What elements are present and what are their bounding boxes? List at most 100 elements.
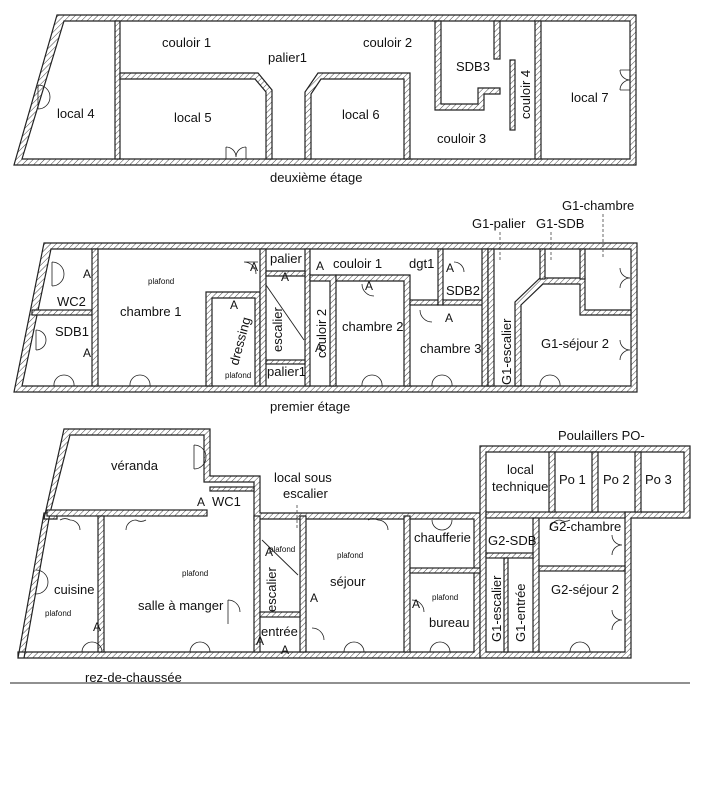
marker-a: A (256, 634, 264, 648)
room-wc1: WC1 (212, 494, 241, 509)
room-escalier: escalier (270, 307, 285, 352)
wall (31, 309, 93, 316)
wall (442, 299, 488, 306)
room-escalier: escalier (264, 567, 279, 612)
wall (634, 451, 642, 513)
label-poulaillers: Poulaillers PO- (558, 428, 645, 443)
wall (91, 248, 99, 387)
stair-line (265, 284, 305, 341)
floor-caption-rdc: rez-de-chaussée (85, 670, 182, 685)
room-couloir-3: couloir 3 (437, 131, 486, 146)
marker-a: A (445, 311, 453, 325)
wall (485, 511, 626, 519)
marker-a: A (281, 270, 289, 284)
room-couloir-1: couloir 1 (162, 35, 211, 50)
wall (253, 515, 261, 653)
marker-a: A (365, 279, 373, 293)
wall (539, 248, 546, 280)
room-plafond: plafond (45, 609, 71, 618)
room-sdb3: SDB3 (456, 59, 490, 74)
room-sdb2: SDB2 (446, 283, 480, 298)
room-plafond: plafond (337, 551, 363, 560)
wall (493, 20, 501, 60)
room-dressing: dressing (226, 315, 253, 366)
wall (403, 515, 411, 653)
marker-a: A (446, 261, 454, 275)
wall (409, 299, 439, 306)
room-plafond: plafond (269, 545, 295, 554)
floor-caption-premier: premier étage (270, 399, 350, 414)
wall (304, 248, 311, 387)
room-entree: entrée (261, 624, 298, 639)
room-g1-entree: G1-entrée (513, 583, 528, 642)
room-salle-a-manger: salle à manger (138, 598, 224, 613)
wall (119, 72, 273, 160)
marker-a: A (412, 597, 420, 611)
room-plafond: plafond (225, 371, 251, 380)
floor-rez-de-chaussee: A A A A A A A Poulaillers PO- local sous… (10, 428, 691, 685)
wall (481, 248, 489, 387)
room-g2-chambre: G2-chambre (549, 519, 621, 534)
marker-a: A (83, 346, 91, 360)
wall (487, 248, 495, 387)
wall (46, 509, 208, 517)
wall (548, 451, 556, 513)
door (35, 444, 623, 653)
room-plafond: plafond (182, 569, 208, 578)
room-sdb1: SDB1 (55, 324, 89, 339)
room-dgt1: dgt1 (409, 256, 434, 271)
room-plafond: plafond (148, 277, 174, 286)
wall (265, 270, 306, 277)
callout-g1-palier: G1-palier (472, 216, 526, 231)
floor-deuxieme-etage: couloir 1 palier1 couloir 2 SDB3 couloir… (13, 14, 637, 185)
room-local-6: local 6 (342, 107, 380, 122)
marker-a: A (93, 620, 101, 634)
room-palier: palier (270, 251, 302, 266)
wall (114, 20, 121, 160)
wall (532, 517, 540, 653)
marker-a: A (265, 545, 273, 559)
wall (485, 552, 534, 559)
wall (304, 72, 411, 160)
wall (579, 248, 586, 280)
wall (209, 486, 255, 492)
room-palier1: palier1 (267, 364, 306, 379)
room-wc2: WC2 (57, 294, 86, 309)
wall (503, 557, 509, 653)
outer-wall-rdc (17, 428, 481, 659)
room-g2-sdb: G2-SDB (488, 533, 536, 548)
wall (514, 277, 632, 387)
wall (538, 565, 626, 572)
room-palier1: palier1 (268, 50, 307, 65)
marker-a: A (230, 298, 238, 312)
wall (205, 291, 261, 387)
marker-a: A (315, 341, 323, 355)
room-couloir-2: couloir 2 (314, 309, 329, 358)
door (35, 261, 631, 387)
room-cuisine: cuisine (54, 582, 94, 597)
wall (335, 274, 411, 387)
room-local-4: local 4 (57, 106, 95, 121)
room-local-7: local 7 (571, 90, 609, 105)
room-g1-escalier: G1-escalier (499, 318, 514, 385)
wall (259, 611, 301, 618)
wall (409, 567, 481, 574)
room-couloir-2: couloir 2 (363, 35, 412, 50)
marker-a: A (316, 259, 324, 273)
room-po-1: Po 1 (559, 472, 586, 487)
room-veranda: véranda (111, 458, 159, 473)
room-couloir-1: couloir 1 (333, 256, 382, 271)
wall (265, 359, 306, 365)
callout-g1-chambre: G1-chambre (562, 198, 634, 213)
marker-a: A (310, 591, 318, 605)
room-po-2: Po 2 (603, 472, 630, 487)
room-g2-sejour-2: G2-séjour 2 (551, 582, 619, 597)
room-po-3: Po 3 (645, 472, 672, 487)
room-local-5: local 5 (174, 110, 212, 125)
wall (534, 20, 542, 160)
room-bureau: bureau (429, 615, 469, 630)
wall (97, 515, 105, 653)
